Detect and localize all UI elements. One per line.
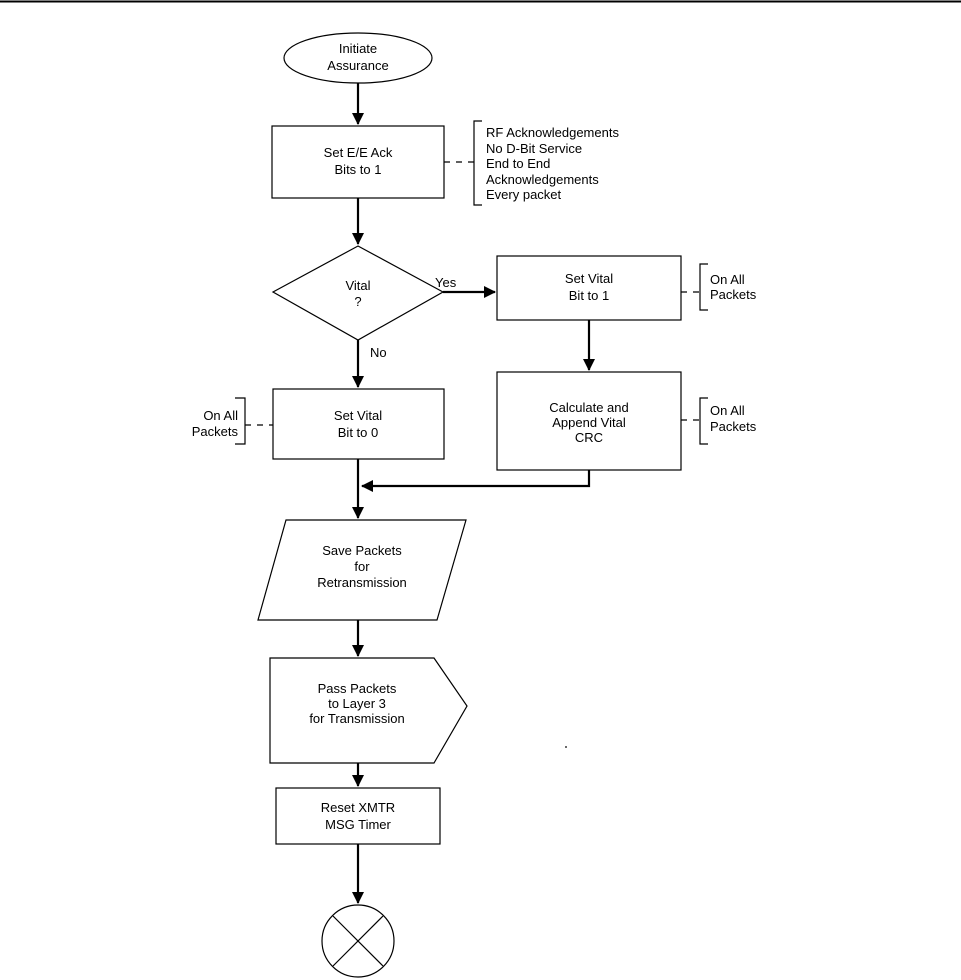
pass-packets-node: Pass Packets to Layer 3 for Transmission (269, 657, 468, 764)
vital-decision-node: Vital ? (271, 245, 445, 341)
set-vital-0-line-1: Set Vital (334, 408, 382, 423)
vital-0-note-line-2: Packets (192, 424, 239, 439)
pass-packets-line-2: to Layer 3 (328, 696, 386, 711)
pass-packets-line-3: for Transmission (309, 711, 404, 726)
start-label-line-2: Assurance (327, 58, 388, 73)
end-cross-line-2 (332, 915, 384, 967)
set-vital-1-line-1: Set Vital (565, 271, 613, 286)
calc-crc-line-3: CRC (575, 430, 603, 445)
end-node (321, 904, 395, 978)
connectors (352, 83, 595, 904)
save-packets-node: Save Packets for Retransmission (257, 519, 467, 621)
start-label-line-1: Initiate (339, 41, 377, 56)
set-ee-ack-line-2: Bits to 1 (335, 162, 382, 177)
save-packets-line-2: for (354, 559, 370, 574)
reset-timer-node: Reset XMTR MSG Timer (275, 787, 441, 845)
vital-1-annotation: On All Packets (681, 263, 757, 311)
vital-0-annotation: On All Packets (192, 397, 273, 445)
crc-annotation: On All Packets (681, 397, 757, 445)
save-packets-line-1: Save Packets (322, 543, 402, 558)
vital-0-bracket (235, 397, 246, 445)
set-vital-1-line-2: Bit to 1 (569, 288, 609, 303)
yes-label: Yes (435, 275, 457, 290)
ee-ack-note-line-1: RF Acknowledgements (486, 125, 619, 140)
crc-bracket (699, 397, 708, 445)
crc-note-line-2: Packets (710, 419, 757, 434)
ee-ack-annotation: RF Acknowledgements No D-Bit Service End… (444, 120, 619, 206)
reset-timer-line-2: MSG Timer (325, 817, 391, 832)
ee-ack-note-line-5: Every packet (486, 187, 562, 202)
vital-1-note-line-1: On All (710, 272, 745, 287)
set-vital-1-node: Set Vital Bit to 1 (496, 255, 682, 321)
no-label: No (370, 345, 387, 360)
calc-crc-node: Calculate and Append Vital CRC (496, 371, 682, 471)
ee-ack-note-line-4: Acknowledgements (486, 172, 599, 187)
set-ee-ack-node: Set E/E Ack Bits to 1 (271, 125, 445, 199)
set-vital-0-line-2: Bit to 0 (338, 425, 378, 440)
vital-decision-line-1: Vital (345, 278, 370, 293)
calc-crc-line-1: Calculate and (549, 400, 629, 415)
pass-packets-line-1: Pass Packets (318, 681, 397, 696)
vital-1-bracket (699, 263, 708, 311)
set-vital-0-node: Set Vital Bit to 0 (272, 388, 445, 460)
start-node: Initiate Assurance (283, 32, 433, 84)
vital-0-note-line-1: On All (203, 408, 238, 423)
reset-timer-line-1: Reset XMTR (321, 800, 395, 815)
crc-note-line-1: On All (710, 403, 745, 418)
edge-crc-to-merge (361, 470, 591, 492)
save-packets-line-3: Retransmission (317, 575, 407, 590)
scan-speck (565, 746, 567, 748)
vital-decision-line-2: ? (354, 294, 361, 309)
set-ee-ack-line-1: Set E/E Ack (324, 145, 393, 160)
ee-ack-note-line-2: No D-Bit Service (486, 141, 582, 156)
ee-ack-bracket (473, 120, 482, 206)
vital-1-note-line-2: Packets (710, 287, 757, 302)
calc-crc-line-2: Append Vital (552, 415, 626, 430)
ee-ack-note-line-3: End to End (486, 156, 550, 171)
